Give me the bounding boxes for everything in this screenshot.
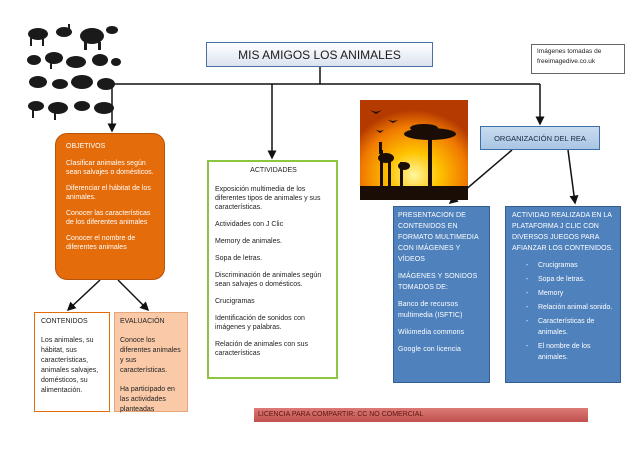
actividad-rea-list: Crucigramas Sopa de letras. Memory Relac… <box>512 260 616 363</box>
actividad-rea-item: Relación animal sonido. <box>526 302 616 313</box>
arrow-to-actividad-rea <box>567 149 579 205</box>
actividad-rea-item: Crucigramas <box>526 260 616 271</box>
image-credits: Imágenes tomadas de freeimagedive.co.uk <box>531 44 625 74</box>
actividades-item: Sopa de letras. <box>215 255 263 262</box>
evaluacion-item: Conoce los diferentes animales y sus car… <box>120 337 181 374</box>
objetivos-box: OBJETIVOS Clasificar animales según sean… <box>55 133 165 280</box>
actividades-box: ACTIVIDADES Exposición multimedia de los… <box>207 160 338 379</box>
objetivos-item: Diferenciar el hábitat de los animales. <box>66 185 151 201</box>
presentacion-box: PRESENTACION DE CONTENIDOS EN FORMATO MU… <box>393 206 490 383</box>
arrow-to-evaluacion <box>117 279 150 312</box>
objetivos-item: Conocer las características de los difer… <box>66 210 151 226</box>
actividades-item: Actividades con J Clic <box>215 221 284 228</box>
actividades-item: Crucigramas <box>215 298 255 305</box>
credits-line-1: Imágenes tomadas de <box>537 48 602 55</box>
objetivos-header: OBJETIVOS <box>66 143 106 150</box>
actividad-rea-box: ACTIVIDAD REALIZADA EN LA PLATAFORMA J C… <box>505 206 621 383</box>
presentacion-item: IMÁGENES Y SONIDOS TOMADOS DE: <box>398 273 478 291</box>
actividad-rea-header: ACTIVIDAD REALIZADA EN LA PLATAFORMA J C… <box>512 212 614 252</box>
actividades-item: Exposición multimedia de los diferentes … <box>215 186 321 211</box>
sunset-savanna-image <box>360 100 468 200</box>
presentacion-item: Wikimedia commons <box>398 329 465 336</box>
contenidos-header: CONTENIDOS <box>41 318 88 325</box>
contenidos-text: Los animales, su hábitat, sus caracterís… <box>41 337 99 394</box>
actividades-header: ACTIVIDADES <box>250 167 297 174</box>
contenidos-box: CONTENIDOS Los animales, su hábitat, sus… <box>34 312 110 412</box>
arrow-to-contenidos <box>66 279 101 312</box>
actividades-item: Discriminación de animales según sean sa… <box>215 272 322 288</box>
objetivos-item: Clasificar animales según sean salvajes … <box>66 160 154 176</box>
actividades-item: Relación de animales con sus característ… <box>215 341 308 357</box>
actividad-rea-item: Características de animales. <box>526 316 616 338</box>
animal-silhouettes-image <box>27 24 121 120</box>
actividad-rea-item: Sopa de letras. <box>526 274 616 285</box>
evaluacion-box: EVALUACIÓN Conoce los diferentes animale… <box>114 312 188 413</box>
evaluacion-item: Ha participado en las actividades plante… <box>120 386 175 413</box>
licencia-banner: LICENCIA PARA COMPARTIR: CC NO COMERCIAL <box>254 408 588 422</box>
credits-line-2: freeimagedive.co.uk <box>537 58 596 65</box>
evaluacion-header: EVALUACIÓN <box>120 318 165 325</box>
organizacion-rea-box: ORGANIZACIÓN DEL REA <box>480 126 600 150</box>
page-title: MIS AMIGOS LOS ANIMALES <box>206 42 433 67</box>
presentacion-item: Google con licencia <box>398 346 461 353</box>
actividades-item: Memory de animales. <box>215 238 282 245</box>
actividad-rea-item: El nombre de los animales. <box>526 341 616 363</box>
objetivos-item: Conocer el nombre de diferentes animales <box>66 235 136 251</box>
presentacion-item: PRESENTACION DE CONTENIDOS EN FORMATO MU… <box>398 212 479 263</box>
actividades-item: Identificación de sonidos con imágenes y… <box>215 315 305 331</box>
presentacion-item: Banco de recursos multimedia (ISFTIC) <box>398 301 463 319</box>
actividad-rea-item: Memory <box>526 288 616 299</box>
